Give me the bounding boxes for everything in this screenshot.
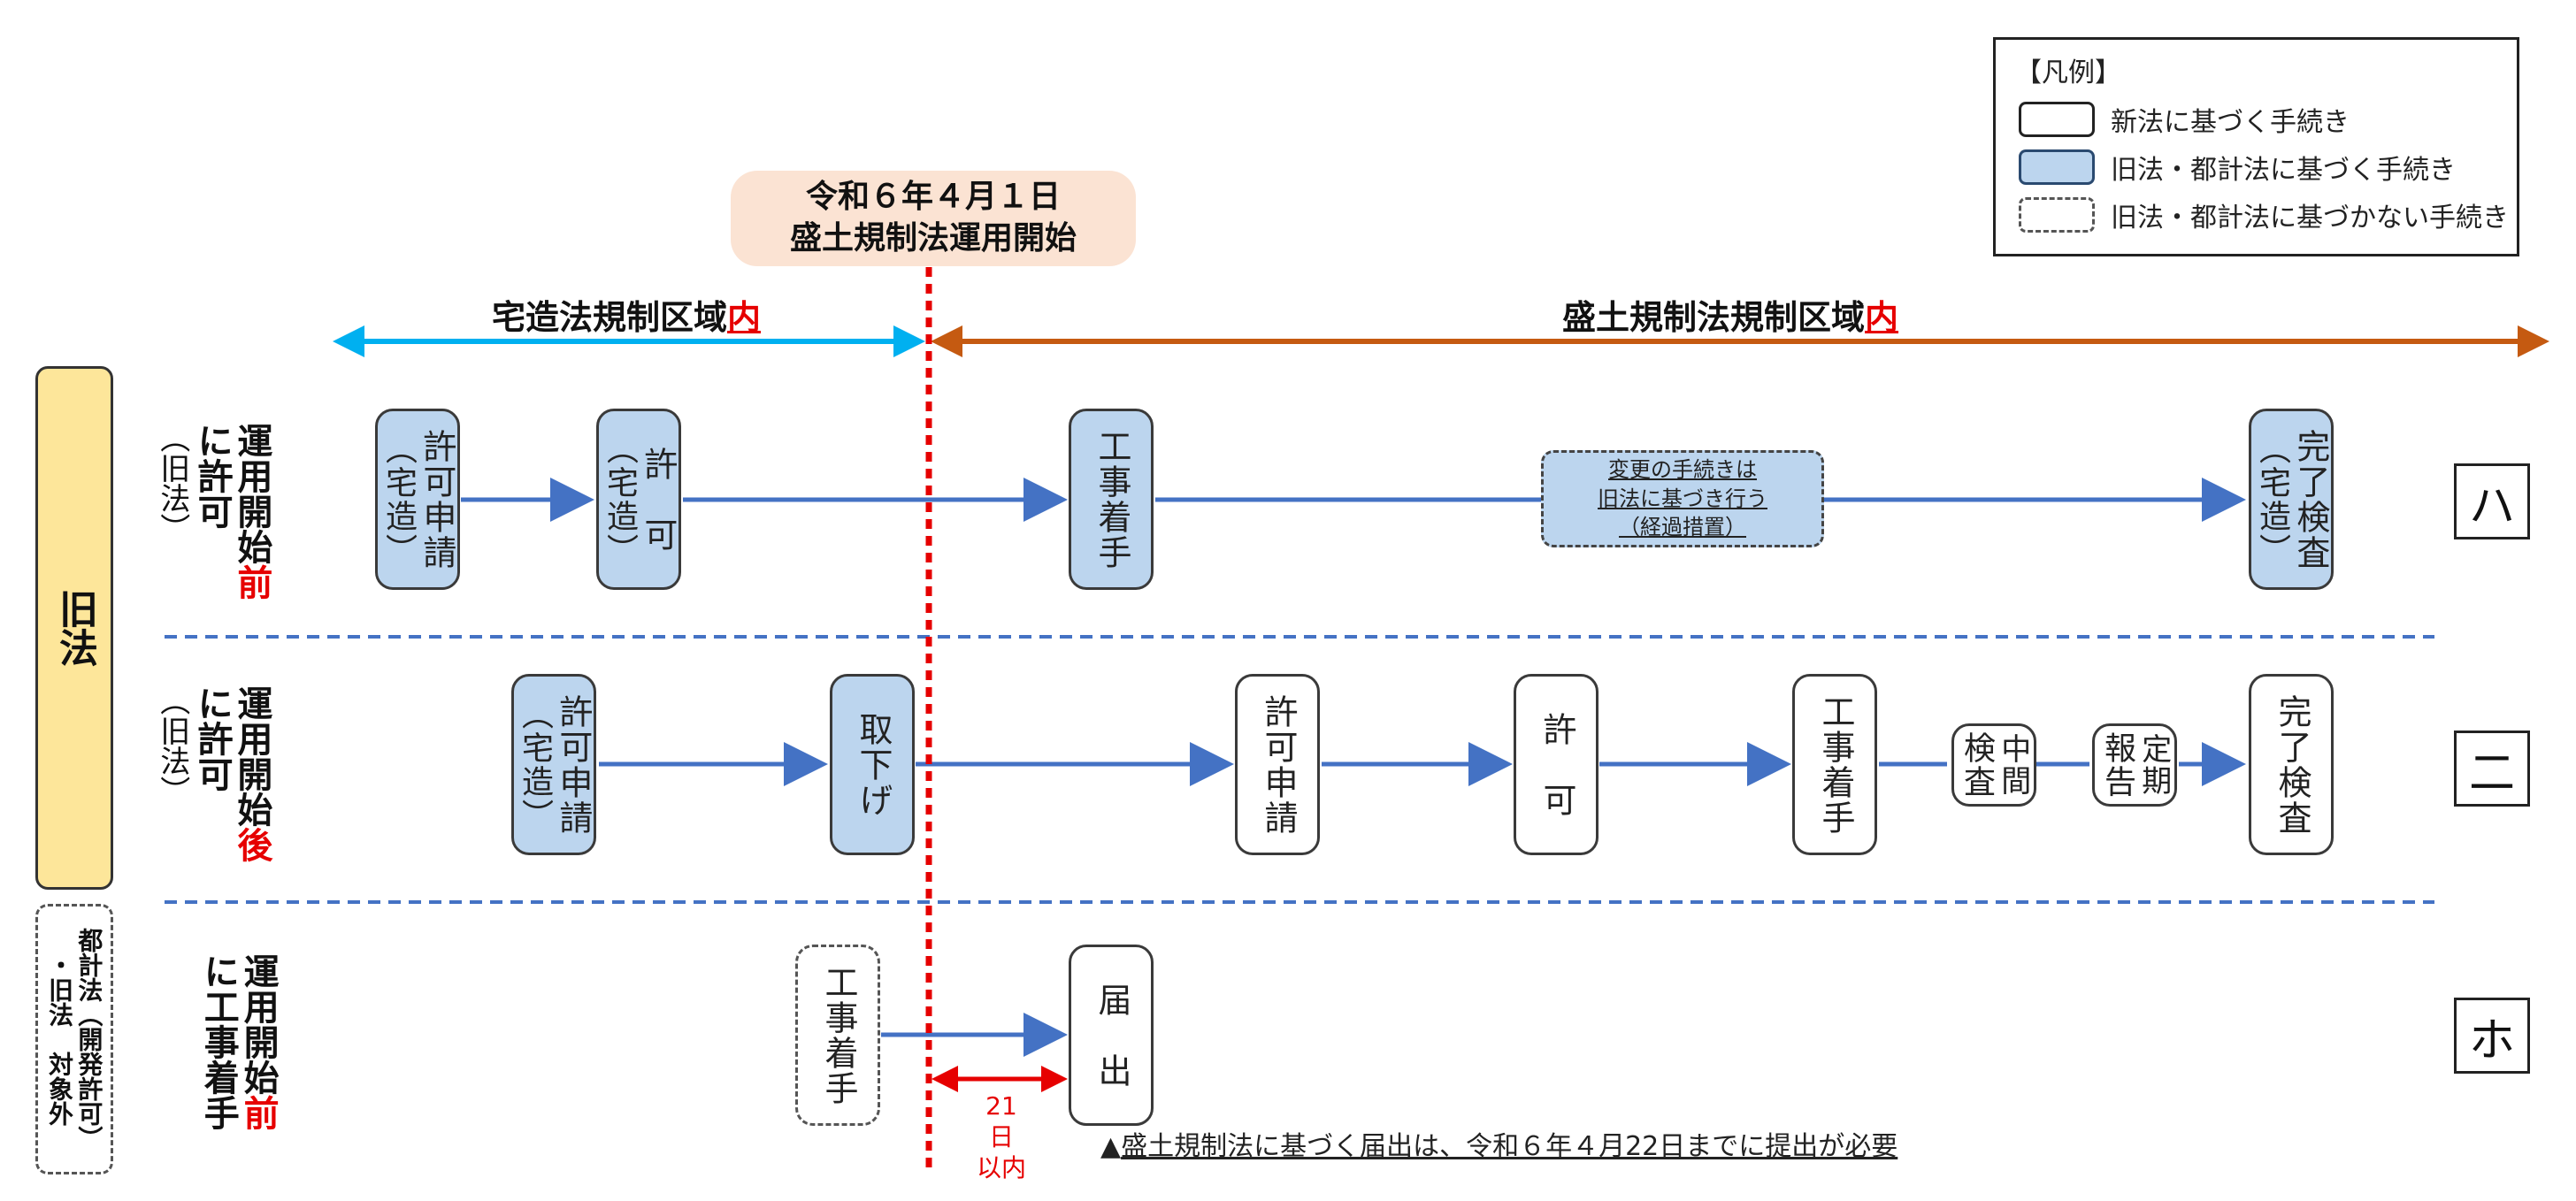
row-label-2: 運用開始後 に許可（旧法） <box>152 685 272 862</box>
row-tag-2: 二 <box>2454 731 2530 807</box>
node-r2-report: 定期報告 <box>2092 723 2177 807</box>
node-r2-report-line-2: 報告 <box>2099 731 2136 799</box>
node-r2-done: 完了検査 <box>2249 674 2334 855</box>
node-r2-newapply: 許可申請 <box>1235 674 1320 855</box>
row-label-2-sub: （旧法） <box>154 685 190 806</box>
node-r3-notify: 届 出 <box>1069 945 1154 1126</box>
node-r2-mid-line-1: 中間 <box>1995 733 2031 797</box>
note-line-2: 旧法に基づき行う <box>1598 486 1767 511</box>
legend-swatch-old <box>2019 149 2095 185</box>
legend-title: 【凡例】 <box>2015 57 2121 88</box>
node-r1-start: 工事着手 <box>1069 409 1154 590</box>
node-r3-start-line-1: 工事着手 <box>818 964 858 1106</box>
days-line-1: 21日 <box>985 1091 1017 1151</box>
node-r1-permit: 許 可（宅造） <box>596 409 681 590</box>
node-r2-withdraw: 取下げ <box>830 674 915 855</box>
legend: 【凡例】 新法に基づく手続き 旧法・都計法に基づく手続き 旧法・都計法に基づかな… <box>1993 37 2519 256</box>
node-r1-permit-line-2: （宅造） <box>601 432 638 567</box>
days-limit: 21日 以内 <box>975 1090 1028 1183</box>
zone-right-label: 盛土規制法規制区域内 <box>1562 290 1898 339</box>
row-label-1-sub: （旧法） <box>154 423 190 543</box>
legend-item-new: 新法に基づく手続き <box>2019 100 2350 139</box>
node-r2-done-line-1: 完了検査 <box>2272 693 2312 836</box>
node-r2-report-line-1: 定期 <box>2135 733 2172 797</box>
row-label-2-red: 後 <box>231 827 272 862</box>
row-label-2-line-2: に許可 <box>191 685 233 792</box>
node-r2-start: 工事着手 <box>1792 674 1877 855</box>
node-r3-start: 工事着手 <box>795 945 880 1126</box>
days-line-2: 以内 <box>976 1153 1026 1182</box>
row-label-1-line-2: に許可 <box>191 423 233 529</box>
zone-left-label: 宅造法規制区域内 <box>492 290 761 339</box>
footnote-mark: ▲ <box>1100 1131 1122 1162</box>
note-line-1: 変更の手続きは <box>1608 457 1757 483</box>
node-r2-apply-line-1: 許可申請 <box>553 693 593 836</box>
side-old-law-text: 旧法 <box>52 589 97 667</box>
legend-swatch-new <box>2019 102 2095 137</box>
side-exempt-line-2: ・旧法 対象外 <box>45 952 74 1126</box>
node-r2-apply-line-2: （宅造） <box>516 697 553 832</box>
node-r2-start-line-1: 工事着手 <box>1815 693 1855 836</box>
node-r1-apply-line-1: 許可申請 <box>417 428 456 570</box>
side-exempt: 都計法（開発許可） ・旧法 対象外 <box>35 904 113 1174</box>
node-r2-withdraw-line-1: 取下げ <box>853 711 893 818</box>
row-label-3-red: 前 <box>237 1095 279 1130</box>
start-date-box: 令和６年４月１日 盛土規制法運用開始 <box>731 171 1136 266</box>
node-r1-apply-line-2: （宅造） <box>380 432 417 567</box>
transition-note: 変更の手続きは 旧法に基づき行う （経過措置） <box>1541 450 1824 547</box>
side-old-law: 旧法 <box>35 366 113 890</box>
zone-right-text: 盛土規制法規制区域 <box>1562 298 1866 337</box>
footnote: ▲盛土規制法に基づく届出は、令和６年４月22日までに提出が必要 <box>1100 1124 1898 1163</box>
legend-label-new: 新法に基づく手続き <box>2111 107 2350 138</box>
node-r1-done: 完了検査（宅造） <box>2249 409 2334 590</box>
zone-right-red: 内 <box>1865 298 1899 337</box>
node-r1-permit-line-1: 許 可 <box>638 446 678 553</box>
node-r3-notify-line-1: 届 出 <box>1092 982 1131 1089</box>
row-label-1: 運用開始前 に許可（旧法） <box>152 423 272 600</box>
start-title: 盛土規制法運用開始 <box>789 220 1077 256</box>
legend-item-old: 旧法・都計法に基づく手続き <box>2019 148 2456 187</box>
side-exempt-line-1: 都計法（開発許可） <box>74 928 104 1151</box>
start-date: 令和６年４月１日 <box>805 179 1061 216</box>
row-label-3: 運用開始前に工事着手 <box>197 953 279 1130</box>
legend-swatch-dash <box>2019 197 2095 233</box>
row-label-2-line-1: 運用開始 <box>231 685 272 827</box>
legend-label-old: 旧法・都計法に基づく手続き <box>2111 155 2456 186</box>
node-r2-mid: 中間検査 <box>1951 723 2036 807</box>
node-r2-permit: 許 可 <box>1514 674 1598 855</box>
node-r1-done-line-2: （宅造） <box>2253 432 2290 567</box>
row-tag-1: ハ <box>2454 463 2530 539</box>
footnote-text: 盛土規制法に基づく届出は、令和６年４月22日までに提出が必要 <box>1121 1131 1898 1162</box>
row-label-1-line-1: 運用開始 <box>231 423 272 564</box>
note-line-3: （経過措置） <box>1619 515 1746 540</box>
zone-left-text: 宅造法規制区域 <box>492 298 728 337</box>
node-r2-mid-line-2: 検査 <box>1959 731 1996 799</box>
node-r1-done-line-1: 完了検査 <box>2290 428 2330 570</box>
row-tag-3: ホ <box>2454 998 2530 1074</box>
node-r2-newapply-line-1: 許可申請 <box>1258 693 1298 836</box>
zone-left-red: 内 <box>727 298 762 337</box>
row-label-3-line-1: 運用開始 <box>237 953 279 1095</box>
node-r2-apply: 許可申請（宅造） <box>511 674 596 855</box>
legend-label-dash: 旧法・都計法に基づかない手続き <box>2111 203 2509 233</box>
node-r2-permit-line-1: 許 可 <box>1537 711 1576 818</box>
legend-item-dash: 旧法・都計法に基づかない手続き <box>2019 195 2509 234</box>
row-label-1-red: 前 <box>231 564 272 600</box>
row-label-3-line-2: に工事着手 <box>197 953 239 1130</box>
node-r1-apply: 許可申請（宅造） <box>375 409 460 590</box>
node-r1-start-line-1: 工事着手 <box>1092 428 1131 570</box>
